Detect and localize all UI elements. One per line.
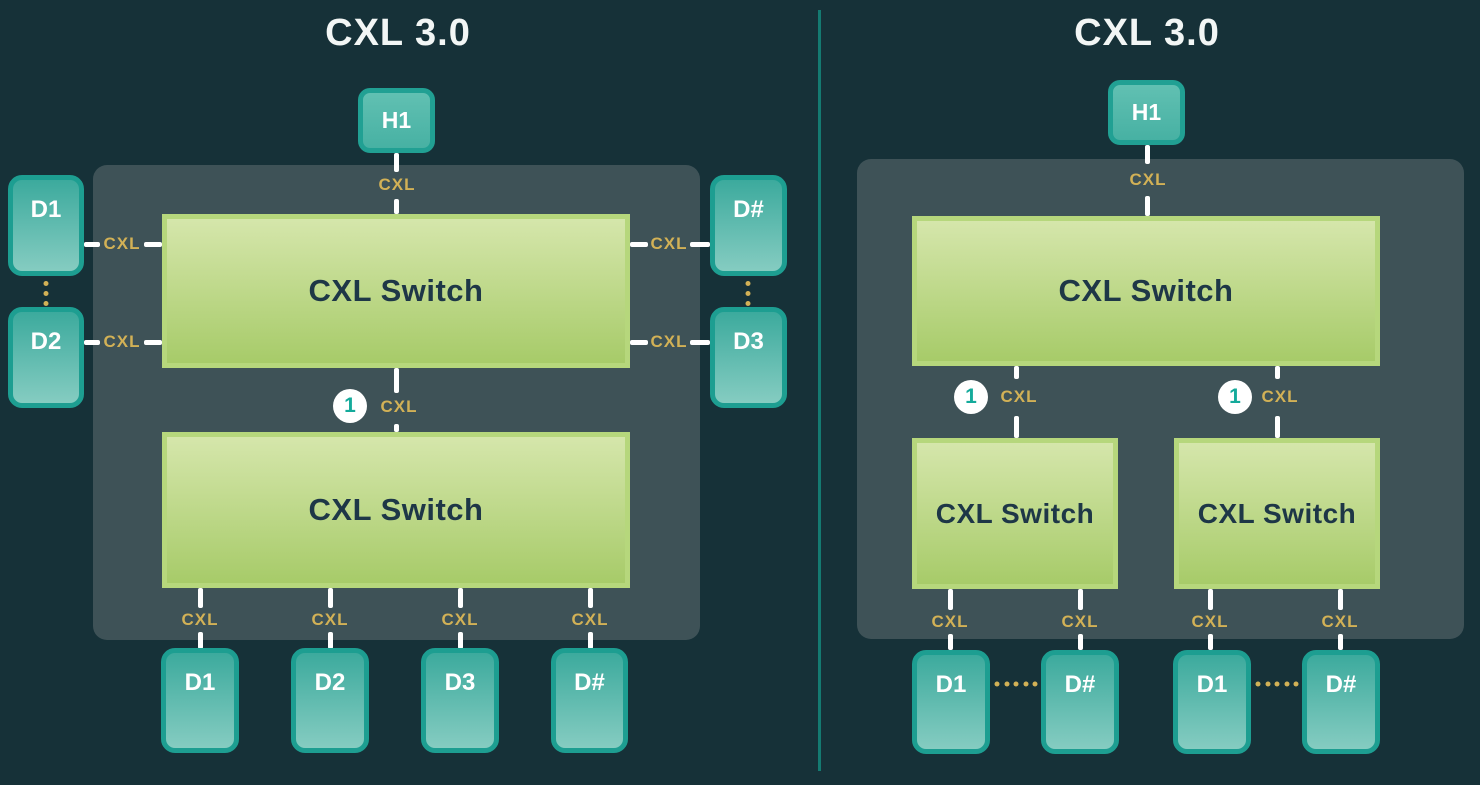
right-groupb-device-d1-label: D1 — [1196, 671, 1228, 698]
left-switch-2: CXL Switch — [162, 432, 630, 588]
left-link-dash — [630, 242, 648, 247]
left-bottom-link-line — [588, 632, 593, 649]
right-subswitch-b: CXL Switch — [1174, 438, 1380, 589]
right-side-device-dn-label: D# — [733, 196, 764, 223]
right-subswitch-b-line — [1275, 366, 1280, 379]
left-interswitch-label: CXL — [380, 397, 418, 416]
left-link-dash — [84, 340, 100, 345]
left-link-label: CXL — [103, 234, 141, 253]
left-bottom-link-label: CXL — [441, 610, 479, 629]
left-bottom-link-line — [328, 632, 333, 649]
right-bottom-link-line — [1078, 634, 1083, 650]
right-bottom-link-label: CXL — [1061, 612, 1099, 631]
left-switch-2-label: CXL Switch — [308, 492, 484, 527]
right-groupb-device-dn: D# — [1302, 650, 1380, 754]
left-interswitch-line — [394, 368, 399, 393]
ellipsis-dots-horizontal — [1255, 681, 1299, 687]
left-link-dash — [690, 340, 710, 345]
left-bottom-link-line — [458, 588, 463, 608]
left-bottom-link-line — [328, 588, 333, 608]
right-subswitch-b-line — [1275, 416, 1280, 438]
right-subswitch-a: CXL Switch — [912, 438, 1118, 589]
right-panel-title: CXL 3.0 — [1074, 12, 1220, 54]
left-side-device-d1-label: D1 — [30, 196, 62, 223]
right-bottom-link-line — [1338, 589, 1343, 610]
right-host-h1-label: H1 — [1131, 99, 1162, 125]
left-host-h1-label: H1 — [381, 107, 412, 133]
left-host-link-line — [394, 153, 399, 172]
hop-count-badge: 1 — [1218, 380, 1252, 414]
right-side-device-d3: D3 — [710, 307, 787, 408]
right-bottom-link-line — [1338, 634, 1343, 650]
left-bottom-link-line — [198, 632, 203, 649]
right-bottom-link-line — [1208, 634, 1213, 650]
hop-count-badge: 1 — [954, 380, 988, 414]
right-side-device-d3-label: D3 — [733, 328, 764, 355]
right-bottom-link-line — [1208, 589, 1213, 610]
right-groupb-device-dn-label: D# — [1325, 671, 1357, 698]
left-host-link-line — [394, 199, 399, 214]
right-bottom-link-line — [1078, 589, 1083, 610]
left-panel-title: CXL 3.0 — [325, 12, 471, 54]
left-link-dash — [144, 242, 162, 247]
right-groupa-device-d1: D1 — [912, 650, 990, 754]
left-bottom-device-d1-label: D1 — [184, 669, 216, 696]
left-bottom-device-d3-label: D3 — [444, 669, 476, 696]
left-bottom-device-d3: D3 — [421, 648, 499, 753]
left-switch-1-label: CXL Switch — [308, 273, 484, 308]
left-bottom-device-d2-label: D2 — [314, 669, 346, 696]
right-groupa-device-d1-label: D1 — [935, 671, 967, 698]
right-groupa-device-dn-label: D# — [1064, 671, 1096, 698]
right-groupb-device-d1: D1 — [1173, 650, 1251, 754]
left-side-device-d1: D1 — [8, 175, 84, 276]
right-subswitch-a-line — [1014, 416, 1019, 438]
left-bottom-link-line — [198, 588, 203, 608]
right-top-switch: CXL Switch — [912, 216, 1380, 366]
left-link-dash — [690, 242, 710, 247]
right-bottom-link-line — [948, 589, 953, 610]
left-switch-1: CXL Switch — [162, 214, 630, 368]
left-bottom-device-dn: D# — [551, 648, 628, 753]
right-host-h1: H1 — [1108, 80, 1185, 145]
right-host-link-line — [1145, 196, 1150, 216]
left-link-dash — [84, 242, 100, 247]
left-bottom-link-label: CXL — [571, 610, 609, 629]
left-link-label: CXL — [650, 234, 688, 253]
left-host-link-label: CXL — [378, 175, 416, 194]
right-top-switch-label: CXL Switch — [1058, 273, 1234, 308]
ellipsis-dots-vertical — [745, 281, 751, 306]
right-bottom-link-label: CXL — [1191, 612, 1229, 631]
ellipsis-dots-vertical — [43, 281, 49, 306]
ellipsis-dots-horizontal — [994, 681, 1038, 687]
left-interswitch-line — [394, 424, 399, 432]
hop-count-badge: 1 — [333, 389, 367, 423]
right-bottom-link-line — [948, 634, 953, 650]
left-side-device-d2-label: D2 — [30, 328, 62, 355]
left-bottom-device-d2: D2 — [291, 648, 369, 753]
right-subswitch-b-label-link: CXL — [1261, 387, 1299, 406]
right-groupa-device-dn: D# — [1041, 650, 1119, 754]
left-bottom-device-d1: D1 — [161, 648, 239, 753]
left-link-label: CXL — [650, 332, 688, 351]
left-bottom-link-label: CXL — [311, 610, 349, 629]
left-bottom-link-line — [458, 632, 463, 649]
right-bottom-link-label: CXL — [1321, 612, 1359, 631]
right-bottom-link-label: CXL — [931, 612, 969, 631]
right-side-device-dn: D# — [710, 175, 787, 276]
left-host-h1: H1 — [358, 88, 435, 153]
left-bottom-device-dn-label: D# — [574, 669, 605, 696]
left-side-device-d2: D2 — [8, 307, 84, 408]
right-host-link-label: CXL — [1129, 170, 1167, 189]
right-subswitch-b-label: CXL Switch — [1197, 497, 1357, 529]
right-subswitch-a-label-link: CXL — [1000, 387, 1038, 406]
left-link-dash — [144, 340, 162, 345]
right-subswitch-a-label: CXL Switch — [935, 497, 1095, 529]
left-bottom-link-label: CXL — [181, 610, 219, 629]
right-subswitch-a-line — [1014, 366, 1019, 379]
left-link-label: CXL — [103, 332, 141, 351]
right-host-link-line — [1145, 145, 1150, 164]
left-link-dash — [630, 340, 648, 345]
left-bottom-link-line — [588, 588, 593, 608]
panel-divider — [818, 10, 821, 771]
